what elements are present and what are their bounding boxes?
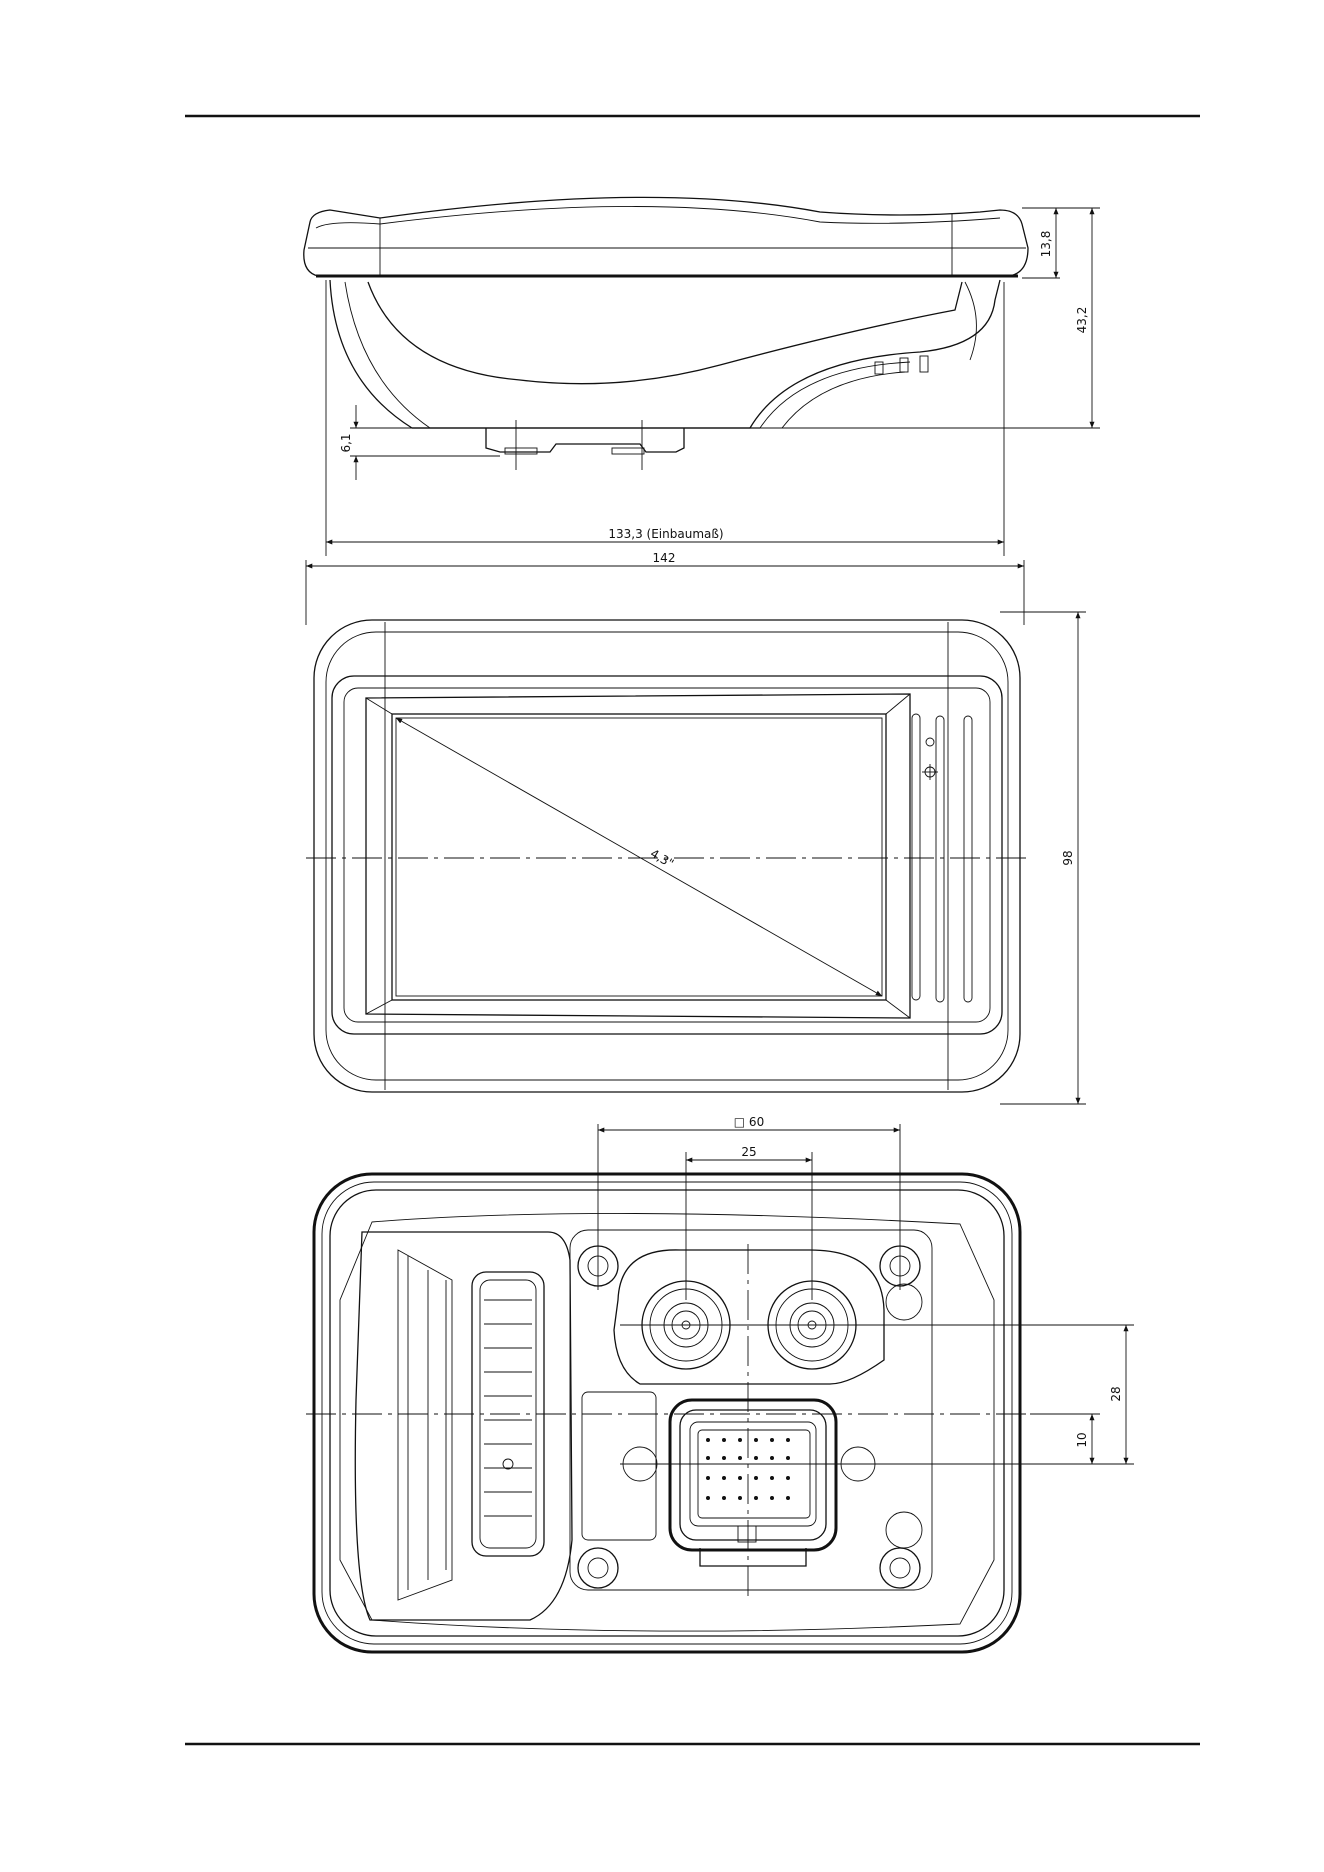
dim-height: 98 [1061, 850, 1075, 865]
dim-base-height: 6,1 [339, 433, 353, 452]
dim-width: 142 [653, 551, 676, 565]
dim-connector-spacing: 25 [741, 1145, 756, 1159]
side-view: 13,8 43,2 6,1 133,3 (Einbaumaß) [304, 197, 1100, 556]
dim-mounting-width: 133,3 (Einbaumaß) [608, 527, 723, 541]
light-sensor-icon [926, 738, 934, 746]
dim-total-depth: 43,2 [1075, 307, 1089, 334]
multipin-connector-icon [670, 1400, 836, 1566]
mounting-hole-bottom-right [880, 1548, 920, 1588]
front-view: 4,3" 142 98 [306, 551, 1086, 1104]
dim-center-offset: 10 [1075, 1432, 1089, 1447]
dim-front-thickness: 13,8 [1039, 231, 1053, 258]
dim-screen-diagonal: 4,3" [648, 846, 676, 870]
dim-square-pattern: □ 60 [734, 1115, 764, 1129]
mounting-hole-bottom-left [578, 1548, 618, 1588]
dim-vertical-offset: 28 [1109, 1386, 1123, 1401]
rear-view: □ 60 25 28 10 [306, 1115, 1134, 1652]
